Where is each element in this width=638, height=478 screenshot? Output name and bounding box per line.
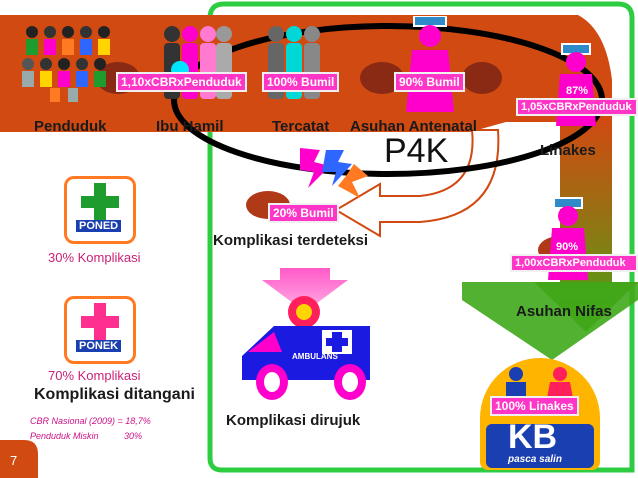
pregnant-women-icon	[164, 26, 232, 99]
label-komplikasi-terdeteksi: Komplikasi terdeteksi	[213, 232, 369, 249]
label-ibu-hamil: Ibu Hamil	[156, 118, 224, 135]
antenatal-woman-icon	[406, 16, 454, 112]
kb-title: KB	[508, 418, 558, 456]
green-arrow-head	[462, 282, 638, 360]
pink-cross-icon	[81, 303, 119, 341]
curved-white-arrow	[334, 129, 500, 238]
bumil-100-tag: 100% Bumil	[262, 72, 340, 92]
tag-blob	[462, 62, 502, 94]
ponek-logo: PONEK	[64, 296, 136, 364]
nifas-pct: 90%	[556, 241, 579, 253]
linakes-100-tag: 100% Linakes	[490, 396, 579, 416]
slide-number-badge	[0, 440, 38, 478]
lightning-bolt-1	[300, 148, 330, 188]
label-penduduk: Penduduk	[34, 118, 107, 135]
ambulans-label: AMBULANS	[292, 352, 338, 361]
label-komplikasi-dirujuk: Komplikasi dirujuk	[226, 412, 361, 429]
pink-down-arrow	[262, 268, 348, 312]
linakes-pct: 87%	[566, 85, 589, 97]
population-icon	[22, 26, 110, 102]
cbr-penduduk-tag: 1,10xCBRxPenduduk	[116, 72, 247, 92]
ponek-label: PONEK	[76, 340, 122, 352]
bumil-20-tag: 20% Bumil	[268, 203, 339, 223]
p4k-title: P4K	[384, 132, 449, 170]
recorded-women-icon	[268, 26, 320, 99]
lightning-bolt-3	[338, 164, 368, 198]
label-komplikasi-ditangani: Komplikasi ditangani	[34, 386, 195, 403]
poned-pct: 30% Komplikasi	[48, 250, 141, 265]
linakes-cbr-tag: 1,05xCBRxPenduduk	[516, 98, 638, 116]
bumil-90-tag: 90% Bumil	[394, 72, 465, 92]
label-linakes: Linakes	[540, 142, 596, 159]
note-penduduk-miskin-value: 30%	[124, 431, 143, 441]
ponek-pct: 70% Komplikasi	[48, 368, 141, 383]
ambulance-icon	[242, 296, 370, 400]
green-cross-icon	[81, 183, 119, 221]
kb-panel	[486, 424, 594, 468]
tag-blob	[360, 62, 404, 94]
note-cbr-nasional: CBR Nasional (2009) = 18,7%	[30, 416, 151, 426]
poned-logo: PONED	[64, 176, 136, 244]
label-asuhan-antenatal: Asuhan Antenatal	[350, 118, 477, 135]
slide-number: 7	[10, 453, 18, 468]
kb-subtitle: pasca salin	[508, 454, 562, 465]
lightning-bolt-2	[322, 150, 352, 186]
poned-label: PONED	[76, 220, 122, 232]
label-asuhan-nifas: Asuhan Nifas	[516, 303, 612, 320]
label-tercatat: Tercatat	[272, 118, 330, 135]
green-frame	[207, 1, 635, 473]
note-penduduk-miskin: Penduduk Miskin	[30, 431, 99, 441]
nifas-cbr-tag: 1,00xCBRxPenduduk	[510, 254, 638, 272]
